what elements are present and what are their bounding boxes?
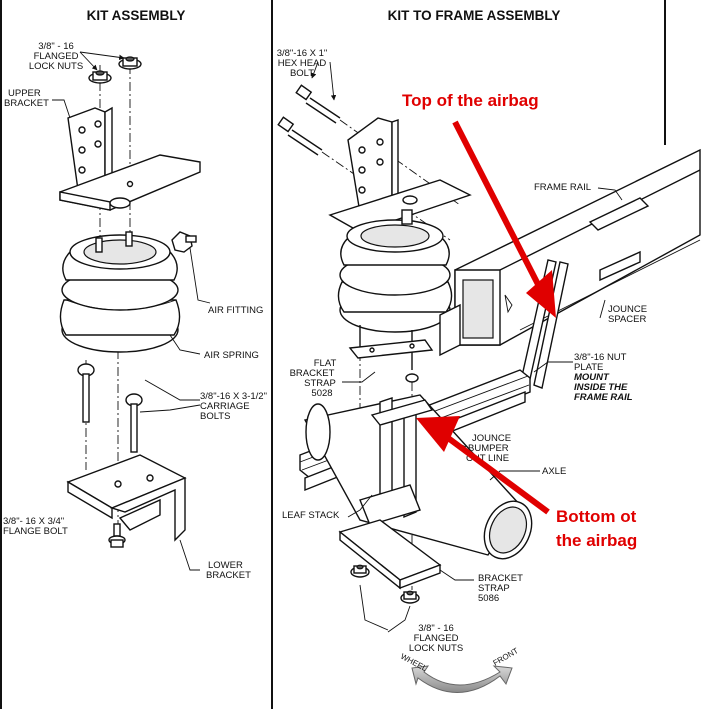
annotation-bottom-airbag-text-2: the airbag bbox=[556, 531, 637, 550]
label-bracket-strap-2: STRAP bbox=[478, 583, 510, 594]
annotation-bottom-airbag: Bottom ot the airbag bbox=[416, 416, 637, 550]
label-frame-rail: FRAME RAIL bbox=[534, 182, 591, 193]
label-lock-nuts-left-2: FLANGED bbox=[34, 51, 79, 62]
label-lock-nuts-right-1: 3/8" - 16 bbox=[418, 623, 454, 634]
flanged-lock-nut-right-a bbox=[350, 564, 370, 578]
left-assembly-drawing bbox=[52, 51, 211, 571]
label-lock-nuts-right-3: LOCK NUTS bbox=[409, 643, 463, 654]
label-lower-bracket-1: LOWER bbox=[208, 560, 243, 571]
annotation-top-airbag-text: Top of the airbag bbox=[402, 91, 539, 110]
label-hex-bolt-3: BOLT bbox=[290, 68, 314, 79]
hex-head-bolt-b bbox=[277, 116, 323, 156]
label-air-fitting: AIR FITTING bbox=[208, 305, 263, 316]
label-carriage-3: BOLTS bbox=[200, 411, 230, 422]
flat-bracket-strap bbox=[348, 339, 434, 359]
hex-head-bolt-a bbox=[295, 84, 341, 124]
label-nut-plate-1: 3/8"-16 NUT bbox=[574, 352, 627, 363]
label-jounce-spacer-2: SPACER bbox=[608, 314, 647, 325]
air-spring-part bbox=[59, 231, 181, 353]
label-nut-plate-5: FRAME RAIL bbox=[574, 392, 633, 403]
label-bracket-strap-1: BRACKET bbox=[478, 573, 523, 584]
lower-bracket bbox=[66, 454, 187, 542]
label-lower-bracket-2: BRACKET bbox=[206, 570, 251, 581]
header-kit-assembly: KIT ASSEMBLY bbox=[87, 8, 186, 23]
frame-rail bbox=[454, 148, 701, 346]
carriage-bolt-a bbox=[77, 363, 95, 423]
label-flat-strap-2: BRACKET bbox=[290, 368, 335, 379]
label-flat-strap-1: FLAT bbox=[314, 358, 337, 369]
bracket-strap-lower bbox=[338, 519, 442, 590]
label-lock-nuts-left-3: LOCK NUTS bbox=[29, 61, 83, 72]
label-flat-strap-4: 5028 bbox=[311, 388, 332, 399]
label-jounce-bumper-2: BUMPER bbox=[468, 443, 509, 454]
label-flange-bolt-1: 3/8"- 16 X 3/4" bbox=[3, 516, 64, 527]
label-jounce-bumper-1: JOUNCE bbox=[472, 433, 511, 444]
label-upper-bracket-1: UPPER bbox=[8, 88, 41, 99]
label-bracket-strap-3: 5086 bbox=[478, 593, 499, 604]
annotation-top-airbag: Top of the airbag bbox=[402, 91, 556, 318]
flanged-lock-nut-right-b bbox=[400, 590, 420, 604]
label-front: FRONT bbox=[492, 646, 520, 668]
label-air-spring: AIR SPRING bbox=[204, 350, 259, 361]
label-flange-bolt-2: FLANGE BOLT bbox=[3, 526, 68, 537]
label-jounce-bumper-3: CUT LINE bbox=[466, 453, 509, 464]
label-carriage-1: 3/8"-16 X 3-1/2" bbox=[200, 391, 267, 402]
label-lock-nuts-right-2: FLANGED bbox=[414, 633, 459, 644]
label-hex-bolt-1: 3/8"-16 X 1" bbox=[277, 48, 328, 59]
label-upper-bracket-2: BRACKET bbox=[4, 98, 49, 109]
label-flat-strap-3: STRAP bbox=[304, 378, 336, 389]
annotation-bottom-airbag-text-1: Bottom ot bbox=[556, 507, 637, 526]
u-bracket-clamp bbox=[359, 397, 434, 526]
label-jounce-spacer-1: JOUNCE bbox=[608, 304, 647, 315]
flange-bolt bbox=[108, 523, 126, 548]
label-leaf-stack: LEAF STACK bbox=[282, 510, 340, 521]
flanged-lock-nut-left-a bbox=[88, 70, 112, 84]
label-hex-bolt-2: HEX HEAD bbox=[278, 58, 327, 69]
air-spring-installed bbox=[337, 209, 461, 357]
label-nut-plate-2: PLATE bbox=[574, 362, 603, 373]
upper-bracket bbox=[59, 106, 201, 211]
label-nut-plate-3: MOUNT bbox=[574, 372, 610, 383]
label-axle: AXLE bbox=[542, 466, 566, 477]
label-nut-plate-4: INSIDE THE bbox=[574, 382, 628, 393]
header-kit-to-frame-assembly: KIT TO FRAME ASSEMBLY bbox=[388, 8, 561, 23]
right-assembly-drawing bbox=[277, 61, 701, 693]
label-lock-nuts-left-1: 3/8" - 16 bbox=[38, 41, 74, 52]
carriage-bolt-b bbox=[125, 393, 143, 453]
panel-frame bbox=[0, 0, 666, 709]
rotation-arrow-icon bbox=[411, 665, 513, 693]
label-carriage-2: CARRIAGE bbox=[200, 401, 250, 412]
upper-bracket-installed bbox=[328, 117, 472, 233]
flanged-lock-nut-left-b bbox=[118, 56, 142, 70]
air-fitting-part bbox=[171, 231, 197, 253]
